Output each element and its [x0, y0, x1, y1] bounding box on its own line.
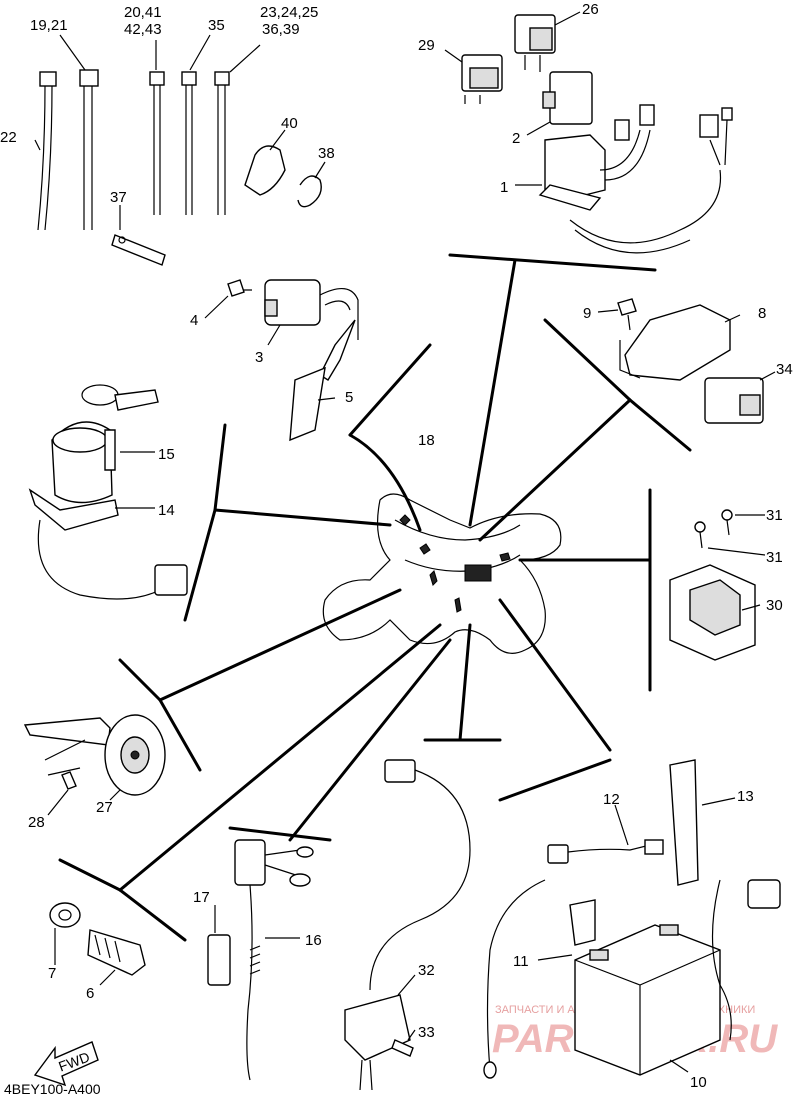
callout-35: 35 [208, 17, 225, 34]
bracket-37 [111, 234, 166, 266]
callout-10: 10 [690, 1074, 707, 1091]
callout-33: 33 [418, 1024, 435, 1041]
horn-bracket [23, 717, 111, 746]
callout-8: 8 [758, 305, 766, 322]
ignition-coil-group [204, 279, 359, 442]
clamps [244, 129, 326, 208]
fwd-arrow: FWD [33, 1041, 99, 1087]
harness-box-icon [464, 564, 492, 582]
callout-3: 3 [255, 349, 263, 366]
callout-17: 17 [193, 889, 210, 906]
callout-18: 18 [418, 432, 435, 449]
starter-relay-group [669, 509, 766, 661]
callout-42-43: 42,43 [124, 21, 162, 38]
sensor-group [207, 839, 314, 1081]
sensor-16 [234, 839, 266, 886]
screw-15 [104, 429, 116, 471]
callout-4: 4 [190, 312, 198, 329]
callout-1: 1 [500, 179, 508, 196]
plug-cap-5 [289, 366, 326, 442]
callout-13: 13 [737, 788, 754, 805]
battery-group [483, 759, 781, 1079]
motorcycle-outline [322, 493, 562, 654]
callout-38: 38 [318, 145, 335, 162]
callout-37: 37 [110, 189, 127, 206]
callout-40: 40 [281, 115, 298, 132]
bolt-9 [617, 298, 637, 316]
connector-2 [549, 71, 593, 125]
cable-11 [569, 899, 596, 946]
neutral-switch-6 [87, 929, 146, 976]
gasket-7 [49, 902, 81, 928]
callout-27: 27 [96, 799, 113, 816]
callout-7: 7 [48, 965, 56, 982]
callout-32: 32 [418, 962, 435, 979]
callout-12: 12 [603, 791, 620, 808]
horn-group [23, 714, 166, 816]
callout-9: 9 [583, 305, 591, 322]
leader-lines [58, 253, 692, 942]
bolt-28 [61, 771, 77, 790]
callout-6: 6 [86, 985, 94, 1002]
callout-16: 16 [305, 932, 322, 949]
relays-group [444, 11, 733, 254]
callout-26: 26 [582, 1, 599, 18]
callout-31-bottom: 31 [766, 549, 783, 566]
callout-34: 34 [776, 361, 793, 378]
callout-14: 14 [158, 502, 175, 519]
callout-29: 29 [418, 37, 435, 54]
main-switch-group [28, 384, 188, 600]
callout-19-21: 19,21 [30, 17, 68, 34]
neutral-switch-group [49, 902, 146, 986]
regulator-8 [624, 304, 731, 381]
lead-wire-group [344, 759, 471, 1091]
callout-20-41: 20,41 [124, 4, 162, 21]
callout-11: 11 [513, 953, 529, 970]
callout-5: 5 [345, 389, 353, 406]
callout-36-39: 36,39 [262, 21, 300, 38]
callout-2: 2 [512, 130, 520, 147]
diagram-code: 4BEY100-A400 [4, 1081, 101, 1097]
regulator-group [597, 298, 776, 424]
callout-22: 22 [0, 129, 17, 146]
callout-28: 28 [28, 814, 45, 831]
callout-23-25: 23,24,25 [260, 4, 318, 21]
key-icon [114, 389, 159, 411]
battery-10 [574, 924, 721, 1076]
battery-band-13 [669, 759, 699, 886]
bushing-17 [207, 934, 231, 986]
bolt-4 [227, 279, 245, 297]
cable-ties [34, 34, 261, 266]
callout-15: 15 [158, 446, 175, 463]
callout-30: 30 [766, 597, 783, 614]
callout-31-top: 31 [766, 507, 783, 524]
screw-33 [391, 1039, 414, 1057]
